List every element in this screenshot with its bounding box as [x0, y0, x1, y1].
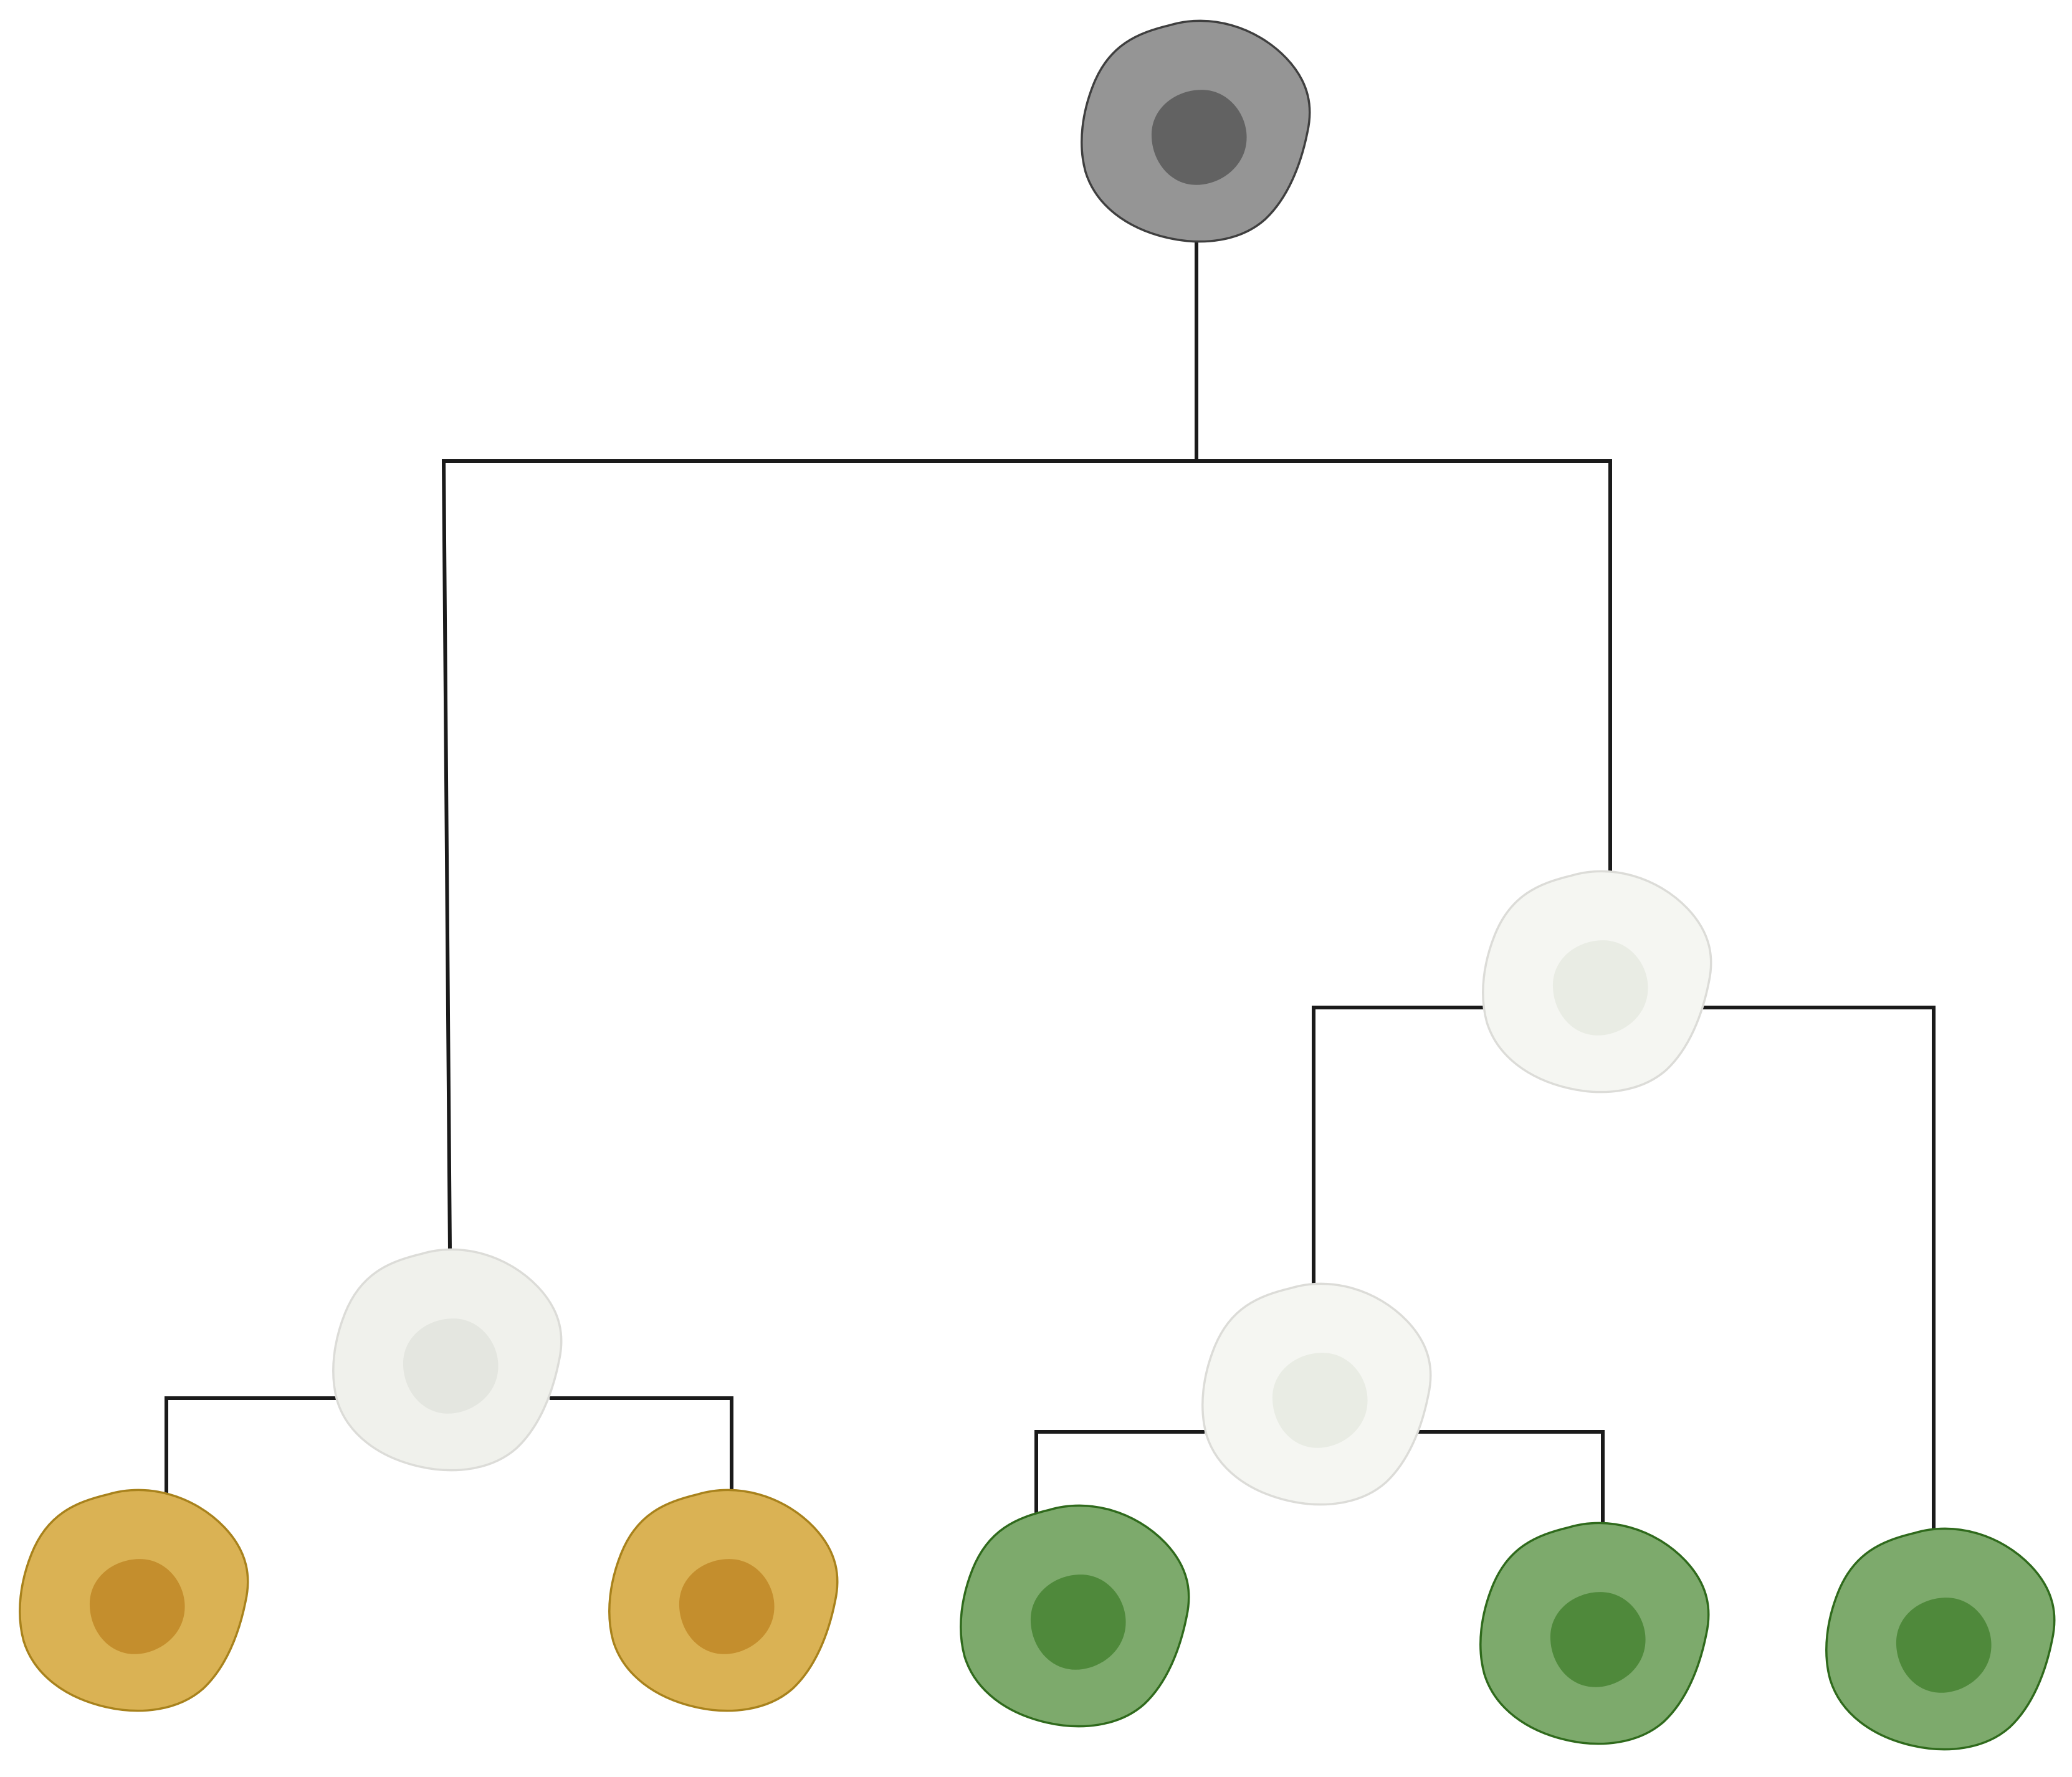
cell-nucleus — [1272, 1353, 1368, 1448]
cell-nucleus — [679, 1559, 775, 1654]
cell-nucleus — [1552, 940, 1648, 1036]
lineage-connectors — [165, 241, 1936, 1532]
progenitor-cell-right-sub — [1201, 1282, 1432, 1506]
progenitor-cell-right — [1482, 870, 1712, 1093]
differentiated-cell-green-3 — [1825, 1527, 2056, 1751]
progenitor-cell-left — [332, 1248, 563, 1472]
cell-nucleus — [1550, 1592, 1646, 1687]
lineage-cells — [19, 19, 2056, 1751]
connector-progenitor-left-to-yellow-1 — [165, 1396, 341, 1495]
cell-nucleus — [1030, 1575, 1126, 1670]
cell-nucleus — [403, 1318, 499, 1414]
differentiated-cell-yellow-2 — [608, 1489, 839, 1712]
connector-progenitor-right-to-green-3 — [1699, 1006, 1936, 1532]
connector-progenitor-right-to-progenitor-right-sub — [1312, 1006, 1485, 1287]
cell-nucleus — [1896, 1598, 1992, 1693]
differentiated-cell-green-1 — [960, 1504, 1190, 1728]
connector-progenitor-right-sub-to-green-2 — [1413, 1430, 1605, 1525]
differentiated-cell-green-2 — [1479, 1522, 1710, 1745]
connector-stem-to-progenitor-right — [1195, 459, 1612, 874]
cell-nucleus — [89, 1559, 185, 1654]
connector-progenitor-right-sub-to-green-1 — [1034, 1430, 1205, 1517]
connector-stem-to-progenitor-left — [441, 241, 1198, 1254]
connector-progenitor-left-to-yellow-2 — [550, 1396, 733, 1491]
differentiated-cell-yellow-1 — [19, 1489, 249, 1712]
cell-nucleus — [1151, 90, 1247, 185]
stem-cell — [1081, 19, 1311, 243]
